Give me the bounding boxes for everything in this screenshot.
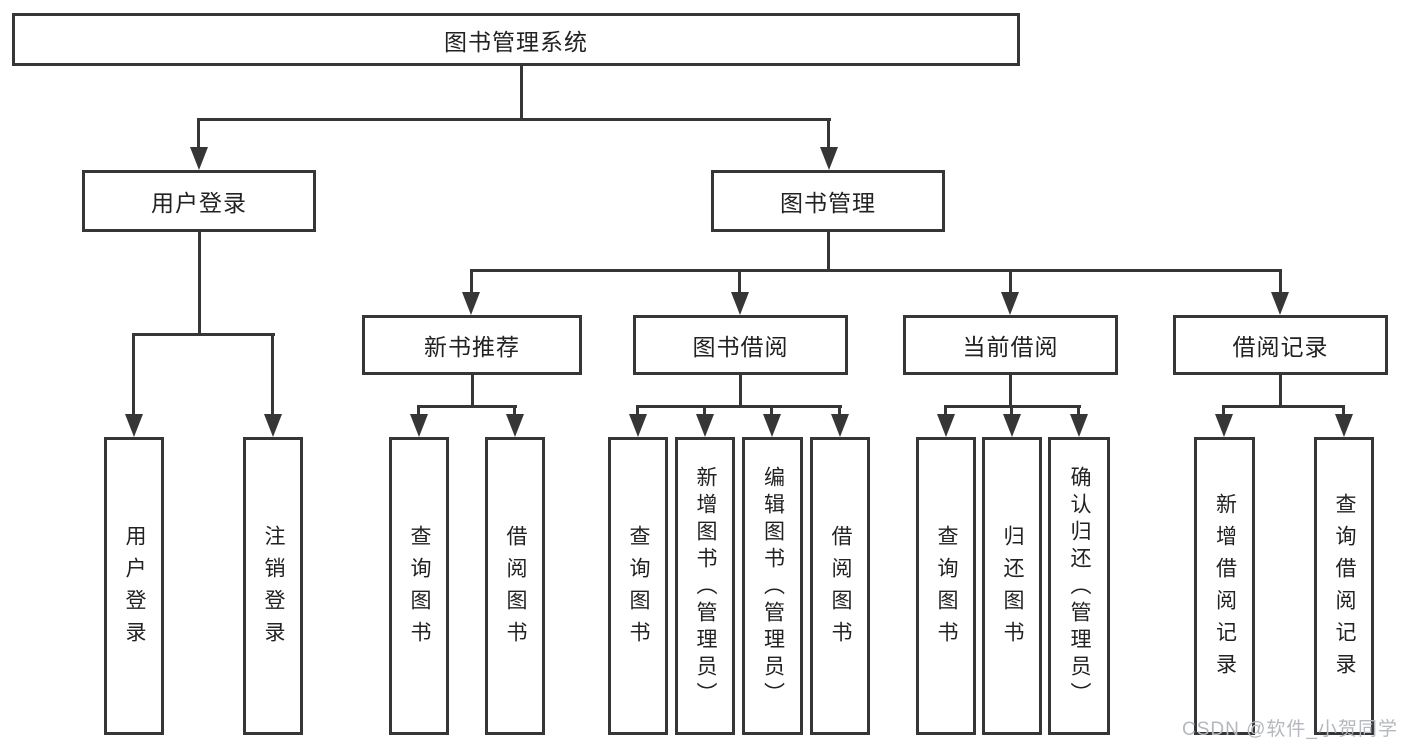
connector-line bbox=[132, 333, 135, 416]
arrow-down-icon bbox=[410, 414, 428, 437]
leaf-edit-books-admin: 编辑图书（管理员） bbox=[742, 437, 803, 735]
connector-line bbox=[471, 375, 474, 407]
leaf-borrow-books: 借阅图书 bbox=[810, 437, 870, 735]
csdn-watermark: CSDN @软件_小贺同学 bbox=[1182, 719, 1398, 740]
node-current-borrowing: 当前借阅 bbox=[903, 315, 1118, 375]
connector-line bbox=[1279, 375, 1282, 407]
connector-line bbox=[1009, 269, 1012, 294]
arrow-down-icon bbox=[1335, 414, 1353, 437]
leaf-query-books: 查询图书 bbox=[608, 437, 668, 735]
connector-line bbox=[198, 232, 201, 335]
connector-line bbox=[738, 269, 741, 294]
arrow-down-icon bbox=[1070, 414, 1088, 437]
connector-line bbox=[703, 405, 706, 417]
leaf-query-books: 查询图书 bbox=[916, 437, 976, 735]
arrow-down-icon bbox=[763, 414, 781, 437]
connector-line bbox=[827, 118, 830, 151]
arrow-down-icon bbox=[190, 147, 208, 170]
arrow-down-icon bbox=[125, 414, 143, 437]
connector-line bbox=[1077, 405, 1080, 417]
connector-line bbox=[827, 232, 830, 271]
leaf-borrow-books: 借阅图书 bbox=[485, 437, 545, 735]
connector-line bbox=[1279, 269, 1282, 294]
leaf-confirm-return-admin: 确认归还（管理员） bbox=[1048, 437, 1110, 735]
node-new-book-recommendation: 新书推荐 bbox=[362, 315, 582, 375]
connector-line bbox=[1222, 405, 1225, 417]
connector-line bbox=[470, 269, 1282, 272]
arrow-down-icon bbox=[820, 147, 838, 170]
arrow-down-icon bbox=[1001, 292, 1019, 315]
node-book-borrowing: 图书借阅 bbox=[633, 315, 848, 375]
node-user-login: 用户登录 bbox=[82, 170, 316, 232]
connector-line bbox=[271, 333, 274, 416]
node-borrowing-records: 借阅记录 bbox=[1173, 315, 1388, 375]
connector-line bbox=[470, 269, 473, 294]
connector-line bbox=[417, 405, 420, 417]
leaf-add-books-admin: 新增图书（管理员） bbox=[675, 437, 735, 735]
connector-line bbox=[770, 405, 773, 417]
connector-line bbox=[1009, 375, 1012, 407]
leaf-query-books: 查询图书 bbox=[389, 437, 449, 735]
node-book-management: 图书管理 bbox=[711, 170, 945, 232]
leaf-add-borrow-record: 新增借阅记录 bbox=[1194, 437, 1255, 735]
arrow-down-icon bbox=[629, 414, 647, 437]
arrow-down-icon bbox=[462, 292, 480, 315]
connector-line bbox=[636, 405, 842, 408]
arrow-down-icon bbox=[1271, 292, 1289, 315]
connector-line bbox=[197, 118, 831, 121]
connector-line bbox=[132, 333, 275, 336]
leaf-return-books: 归还图书 bbox=[982, 437, 1042, 735]
arrow-down-icon bbox=[264, 414, 282, 437]
arrow-down-icon bbox=[506, 414, 524, 437]
leaf-logout: 注销登录 bbox=[243, 437, 303, 735]
connector-line bbox=[739, 375, 742, 407]
connector-line bbox=[513, 405, 516, 417]
leaf-user-login: 用户登录 bbox=[104, 437, 164, 735]
arrow-down-icon bbox=[696, 414, 714, 437]
node-library-system: 图书管理系统 bbox=[12, 13, 1020, 66]
connector-line bbox=[944, 405, 947, 417]
arrow-down-icon bbox=[831, 414, 849, 437]
connector-line bbox=[636, 405, 639, 417]
connector-line bbox=[838, 405, 841, 417]
leaf-query-borrow-record: 查询借阅记录 bbox=[1314, 437, 1374, 735]
connector-line bbox=[520, 64, 523, 120]
connector-line bbox=[417, 405, 517, 408]
arrow-down-icon bbox=[937, 414, 955, 437]
connector-line bbox=[197, 118, 200, 151]
connector-line bbox=[1010, 405, 1013, 417]
arrow-down-icon bbox=[1003, 414, 1021, 437]
connector-line bbox=[1342, 405, 1345, 417]
arrow-down-icon bbox=[731, 292, 749, 315]
arrow-down-icon bbox=[1215, 414, 1233, 437]
connector-line bbox=[1222, 405, 1345, 408]
